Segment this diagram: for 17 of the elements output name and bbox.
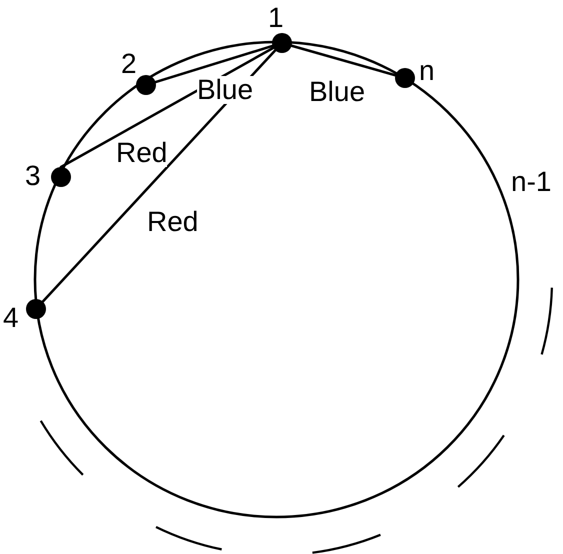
chord-line xyxy=(154,44,274,84)
edge-label: Red xyxy=(116,139,168,167)
vertex-dot xyxy=(272,33,292,53)
vertex-dot xyxy=(136,75,156,95)
vertex-dot xyxy=(26,299,46,319)
chord-line xyxy=(290,44,397,77)
vertex-label: 1 xyxy=(268,4,284,32)
vertex-label: 2 xyxy=(121,50,137,78)
chord-line xyxy=(42,49,276,303)
vertex-label: 4 xyxy=(3,304,19,332)
vertex-label: n xyxy=(419,57,435,85)
vertex-label: n-1 xyxy=(511,168,552,196)
vertex-dot xyxy=(51,167,71,187)
chord-line xyxy=(60,46,275,168)
edge-label: Blue xyxy=(197,76,254,104)
vertex-dot xyxy=(395,68,415,88)
vertex-label: 3 xyxy=(25,162,41,190)
